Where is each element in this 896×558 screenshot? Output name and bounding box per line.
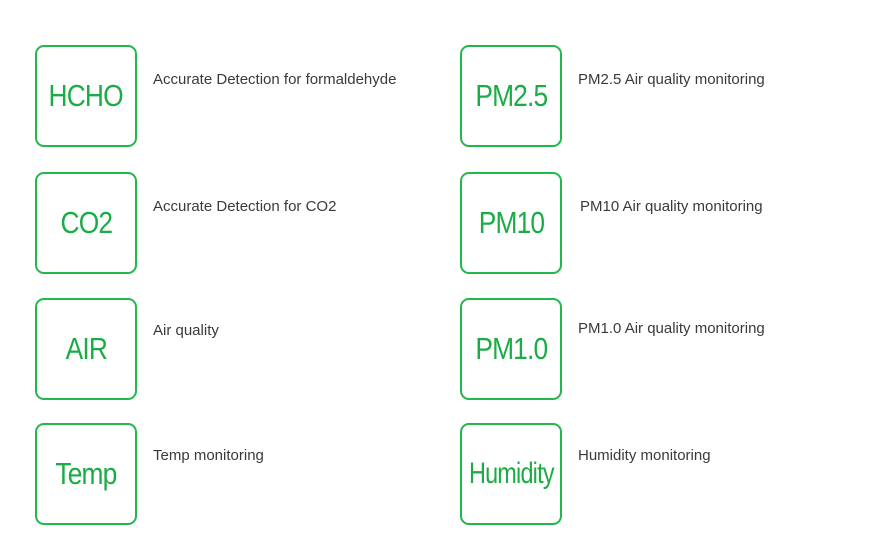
humidity-description: Humidity monitoring (578, 447, 711, 464)
pm25-description: PM2.5 Air quality monitoring (578, 71, 765, 88)
pm1-0-description: PM1.0 Air quality monitoring (578, 320, 765, 337)
air-badge: AIR (35, 298, 137, 400)
humidity-badge: Humidity (460, 423, 562, 525)
co2-description: Accurate Detection for CO2 (153, 198, 337, 215)
pm25-badge: PM2.5 (460, 45, 562, 147)
temp-description: Temp monitoring (153, 447, 264, 464)
pm1-0-badge: PM1.0 (460, 298, 562, 400)
pm10-description: PM10 Air quality monitoring (580, 198, 763, 215)
temp-badge: Temp (35, 423, 137, 525)
feature-pm10: PM10 PM10 Air quality monitoring (460, 172, 880, 278)
feature-co2: CO2 Accurate Detection for CO2 (35, 172, 455, 278)
air-description: Air quality (153, 322, 219, 339)
feature-hcho: HCHO Accurate Detection for formaldehyde (35, 45, 455, 151)
feature-humidity: Humidity Humidity monitoring (460, 423, 880, 529)
co2-badge: CO2 (35, 172, 137, 274)
feature-pm25: PM2.5 PM2.5 Air quality monitoring (460, 45, 880, 151)
feature-pm10-alt: PM1.0 PM1.0 Air quality monitoring (460, 298, 880, 404)
hcho-badge: HCHO (35, 45, 137, 147)
hcho-description: Accurate Detection for formaldehyde (153, 71, 397, 88)
feature-air: AIR Air quality (35, 298, 455, 404)
pm10-badge: PM10 (460, 172, 562, 274)
feature-temp: Temp Temp monitoring (35, 423, 455, 529)
